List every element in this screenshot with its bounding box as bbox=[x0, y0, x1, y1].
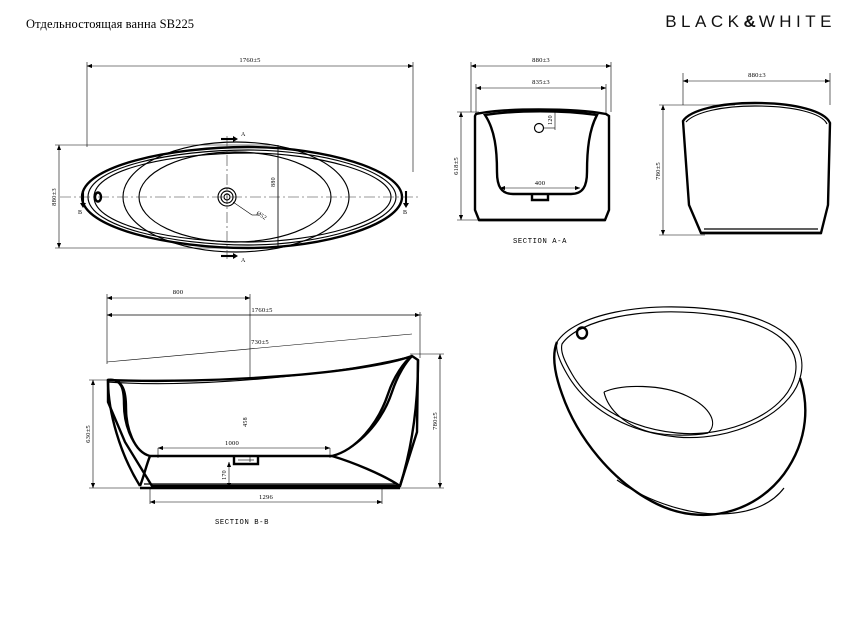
plan-section-a-bottom-label: A bbox=[241, 258, 246, 264]
plan-section-b-left-label: B bbox=[78, 210, 82, 216]
section-aa-dim-overflow-text: 120 bbox=[548, 115, 554, 125]
section-aa-drain bbox=[530, 194, 550, 202]
section-bb-dim-right-height: 780±5 bbox=[432, 353, 443, 489]
plan-dim-inner-width-text: 880 bbox=[271, 177, 277, 187]
plan-section-mark-a: A A bbox=[221, 132, 246, 264]
plan-drain bbox=[217, 187, 259, 216]
page-title: Отдельностоящая ванна SB225 bbox=[26, 17, 195, 31]
section-bb-dim-rim-length: 730±5 bbox=[106, 333, 413, 363]
plan-view: 1760±5 880±3 bbox=[20, 42, 440, 267]
section-aa-label: SECTION A-A bbox=[513, 238, 567, 246]
plan-overflow-hole bbox=[93, 191, 103, 203]
end-elevation-view: 880±3 780±5 bbox=[645, 55, 845, 250]
section-aa-dim-height-text: 618±5 bbox=[453, 157, 460, 175]
section-aa-dim-top-width-text: 880±3 bbox=[532, 57, 550, 64]
section-bb-dim-left-height: 630±5 bbox=[85, 379, 96, 489]
brand-ampersand: & bbox=[743, 12, 759, 31]
section-bb-dim-water-depth-text: 458 bbox=[243, 417, 249, 427]
end-view-plinth bbox=[701, 228, 821, 235]
section-aa-dim-top-width: 880±3 bbox=[470, 57, 612, 69]
isometric-view bbox=[522, 292, 842, 522]
section-bb-dim-left-height-text: 630±5 bbox=[85, 425, 92, 443]
section-aa-dim-height: 618±5 bbox=[453, 111, 464, 221]
section-aa-view: 880±3 835±3 618±5 bbox=[443, 50, 633, 255]
section-aa-overflow: 120 bbox=[533, 112, 556, 134]
section-bb-skirts bbox=[106, 359, 420, 487]
brand-logo: BLACK&WHITE bbox=[665, 12, 836, 32]
section-bb-dim-head-offset: 800 bbox=[106, 289, 251, 301]
plan-section-a-top-label: A bbox=[241, 132, 246, 138]
iso-overflow-hole bbox=[575, 326, 589, 340]
plan-dim-length-text: 1760±5 bbox=[239, 57, 261, 64]
section-bb-plinth bbox=[140, 483, 400, 490]
plan-dim-width-text: 880±3 bbox=[51, 188, 58, 206]
section-bb-view: 800 1760±5 730±5 bbox=[62, 282, 462, 532]
section-bb-dim-rim-length-text: 730±5 bbox=[251, 339, 269, 346]
brand-word-white: WHITE bbox=[758, 12, 836, 31]
section-aa-dim-base-width-text: 400 bbox=[535, 180, 546, 187]
section-bb-body bbox=[106, 354, 420, 488]
plan-drain-diameter-text: Ø52 bbox=[255, 211, 267, 222]
section-aa-plinth bbox=[474, 209, 610, 222]
plan-dim-width: 880±3 bbox=[51, 144, 62, 249]
section-bb-dim-base-length-text: 1296 bbox=[259, 494, 273, 501]
end-view-body bbox=[681, 101, 832, 235]
section-bb-dim-floor-height-text: 170 bbox=[222, 470, 228, 480]
end-view-dim-height-text: 780±5 bbox=[655, 162, 662, 180]
section-aa-dim-rim-width: 835±3 bbox=[475, 79, 607, 91]
end-view-dim-height: 780±5 bbox=[655, 104, 666, 236]
section-bb-dim-floor-height: 170 bbox=[222, 461, 232, 489]
plan-section-mark-b: B B bbox=[78, 191, 409, 216]
section-bb-dim-length-text: 1760±5 bbox=[251, 307, 273, 314]
end-view-dim-width: 880±3 bbox=[682, 72, 831, 84]
section-bb-dim-base-length: 1296 bbox=[149, 488, 383, 505]
section-bb-dim-head-offset-text: 800 bbox=[173, 289, 184, 296]
plan-dim-length: 1760±5 bbox=[86, 57, 414, 69]
section-bb-dim-floor-length-text: 1000 bbox=[225, 440, 239, 447]
section-aa-dim-rim-width-text: 835±3 bbox=[532, 79, 550, 86]
section-aa-dim-base-width: 400 bbox=[499, 180, 581, 191]
plan-section-b-right-label: B bbox=[403, 210, 407, 216]
iso-tub-body bbox=[553, 306, 807, 517]
section-bb-dim-floor-length: 1000 bbox=[157, 440, 331, 458]
brand-word-black: BLACK bbox=[665, 12, 744, 31]
plan-centerlines bbox=[60, 136, 420, 259]
section-bb-dim-length: 1760±5 bbox=[106, 307, 421, 318]
end-view-dim-width-text: 880±3 bbox=[748, 72, 766, 79]
section-bb-drain bbox=[232, 456, 260, 466]
plan-tub-outline bbox=[80, 145, 404, 250]
section-bb-dim-right-height-text: 780±5 bbox=[432, 412, 439, 430]
plan-extension-lines bbox=[55, 62, 414, 249]
section-aa-inner-bowl bbox=[482, 110, 599, 196]
section-bb-label: SECTION B-B bbox=[215, 519, 269, 527]
